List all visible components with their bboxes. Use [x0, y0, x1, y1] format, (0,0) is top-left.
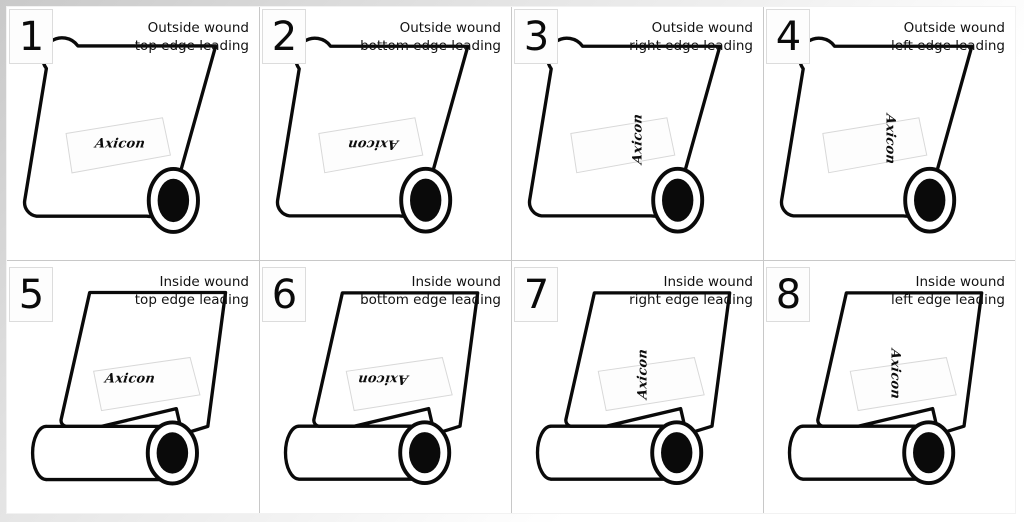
roll-core: [409, 432, 441, 474]
label-artwork-text: Axicon: [630, 112, 645, 165]
web-outline: [312, 291, 480, 436]
label-artwork-text: Axicon: [94, 136, 147, 152]
inside-wound-drawing: [283, 291, 480, 486]
cell-caption: Outside wound left edge leading: [891, 20, 1005, 55]
outside-wound-drawing: [527, 36, 722, 234]
label-patch: [849, 357, 957, 412]
cell-number-badge: 8: [766, 267, 810, 322]
roll-illustration: [7, 261, 259, 513]
orientation-cell-4: Axicon 4 Outside wound left edge leading: [763, 7, 1015, 260]
roll-illustration: [512, 261, 763, 513]
roll-far-end: [535, 424, 552, 481]
label-artwork-text: Axicon: [357, 371, 409, 387]
roll-core: [662, 178, 694, 222]
roll-far-end: [30, 424, 47, 482]
cell-caption: Inside wound bottom edge leading: [360, 274, 501, 309]
roll-illustration: [260, 261, 511, 513]
label-artwork-text: Axicon: [887, 348, 903, 401]
orientation-grid: Axicon 1 Outside wound top edge leading Ax…: [7, 7, 1015, 513]
cell-caption: Outside wound right edge leading: [629, 20, 753, 55]
figure-canvas: Axicon 1 Outside wound top edge leading Ax…: [7, 7, 1015, 513]
inside-wound-drawing: [787, 291, 984, 486]
web-outline: [59, 290, 228, 436]
orientation-cell-7: Axicon 7 Inside wound right edge leading: [511, 260, 763, 513]
roll-far-end: [283, 424, 300, 481]
cell-number-badge: 4: [766, 9, 810, 64]
inside-wound-drawing: [30, 290, 228, 486]
orientation-cell-2: Axicon 2 Outside wound bottom edge leading: [259, 7, 511, 260]
label-artwork-text: Axicon: [635, 348, 651, 401]
roll-core: [914, 178, 946, 222]
cell-caption: Inside wound right edge leading: [629, 274, 753, 309]
roll-core: [156, 432, 189, 474]
roll-barrel: [549, 424, 679, 481]
orientation-cell-8: Axicon 8 Inside wound left edge leading: [763, 260, 1015, 513]
cell-number-badge: 1: [9, 9, 53, 64]
label-patch: [822, 117, 928, 174]
label-patch: [93, 356, 201, 412]
label-patch: [318, 117, 424, 174]
label-patch: [570, 117, 676, 174]
outside-wound-drawing: [275, 36, 470, 234]
cell-number-badge: 7: [514, 267, 558, 322]
roll-illustration: [7, 7, 259, 260]
cell-caption: Outside wound bottom edge leading: [360, 20, 501, 55]
roll-core: [410, 178, 442, 222]
roll-core: [661, 432, 693, 474]
roll-core: [157, 178, 190, 223]
roll-illustration: [260, 7, 511, 260]
orientation-cell-6: Axicon 6 Inside wound bottom edge leading: [259, 260, 511, 513]
outside-wound-drawing: [779, 36, 974, 234]
label-artwork-text: Axicon: [346, 136, 399, 152]
roll-illustration: [764, 7, 1015, 260]
label-patch: [597, 357, 705, 412]
cell-caption: Inside wound top edge leading: [134, 274, 249, 309]
cell-number-badge: 2: [262, 9, 306, 64]
roll-barrel: [44, 424, 175, 482]
cell-caption: Inside wound left edge leading: [891, 274, 1005, 309]
roll-barrel: [801, 424, 931, 481]
roll-illustration: [512, 7, 763, 260]
cell-number-badge: 6: [262, 267, 306, 322]
cell-caption: Outside wound top edge leading: [134, 20, 249, 55]
roll-far-end: [787, 424, 804, 481]
orientation-cell-5: Axicon 5 Inside wound top edge leading: [7, 260, 259, 513]
roll-illustration: [764, 261, 1015, 513]
label-patch: [65, 117, 171, 174]
roll-core: [913, 432, 945, 474]
label-artwork-text: Axicon: [882, 112, 897, 165]
cell-number-badge: 3: [514, 9, 558, 64]
roll-barrel: [297, 424, 427, 481]
orientation-cell-1: Axicon 1 Outside wound top edge leading: [7, 7, 259, 260]
label-artwork-text: Axicon: [104, 371, 157, 387]
orientation-cell-3: Axicon 3 Outside wound right edge leading: [511, 7, 763, 260]
inside-wound-drawing: [535, 291, 732, 486]
cell-number-badge: 5: [9, 267, 53, 322]
outside-wound-drawing: [22, 36, 218, 234]
label-patch: [345, 357, 453, 412]
